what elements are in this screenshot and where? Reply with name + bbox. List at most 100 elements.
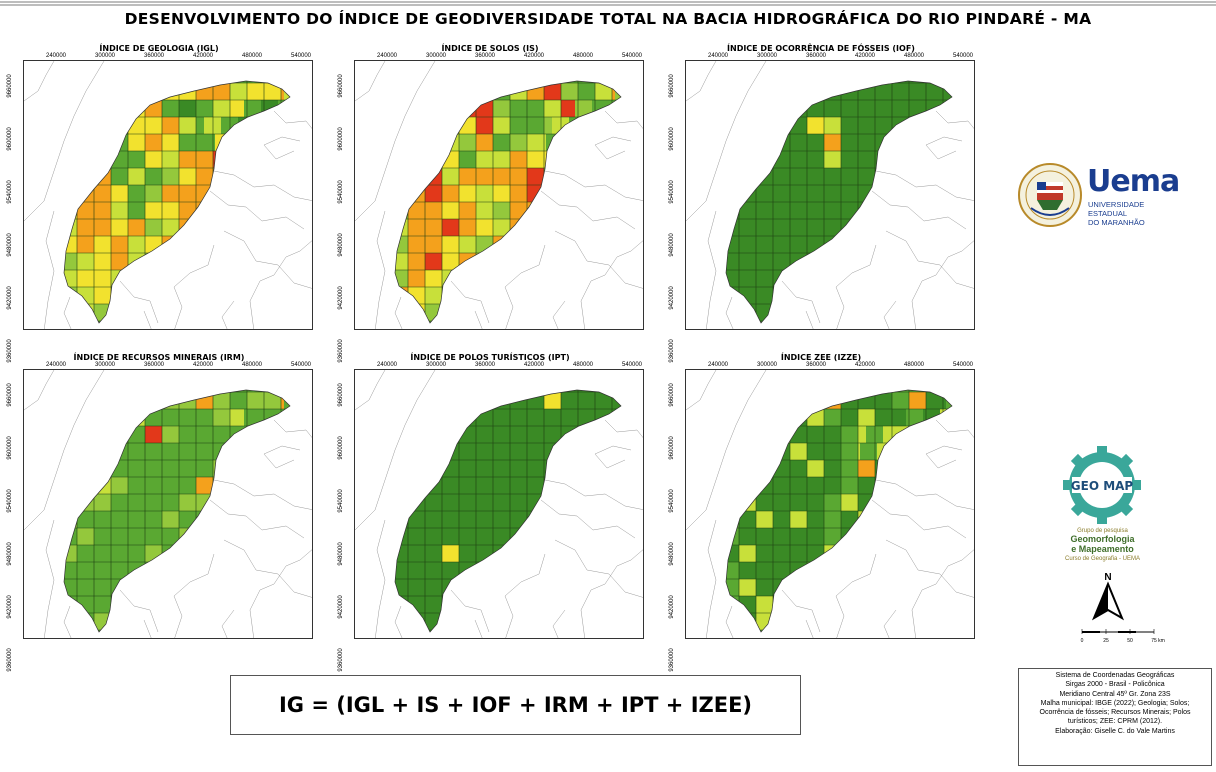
grid-cell [493,409,510,426]
grid-cell [943,545,952,562]
grid-cell [425,287,442,304]
grid-cell [892,304,909,321]
grid-cell [926,236,943,253]
municipal-boundary [781,280,821,324]
grid-cell [425,392,442,409]
grid-cell [179,202,196,219]
grid-cell [77,202,94,219]
grid-cell [943,270,952,287]
grid-cell [145,477,162,494]
grid-cell [247,579,264,596]
grid-cell [527,494,544,511]
grid-cell [493,83,510,100]
grid-cell [111,477,128,494]
grid-cell [561,236,578,253]
grid-cell [395,83,408,100]
grid-cell [64,613,77,630]
grid-cell [773,202,790,219]
grid-cell [595,117,612,134]
grid-cell [612,134,621,151]
grid-cell [807,168,824,185]
grid-cell [395,168,408,185]
grid-cell [128,392,145,409]
grid-cell [773,511,790,528]
grid-cell [230,219,247,236]
grid-cell [94,511,111,528]
grid-cell [546,134,563,151]
grid-cell [77,134,94,151]
grid-cell [739,270,756,287]
grid-cell [510,134,527,151]
grid-cell [909,185,926,202]
grid-cell [807,477,824,494]
grid-cell [595,236,612,253]
grid-cell [575,100,592,117]
grid-cell [230,596,247,613]
grid-cell [860,443,877,460]
grid-cell [395,613,408,630]
grid-cell [926,270,943,287]
grid-cell [264,117,281,134]
grid-cell [459,253,476,270]
grid-cell [580,134,597,151]
grid-cell [179,511,196,528]
grid-cell [395,270,408,287]
x-tick-label: 360000 [805,362,827,368]
grid-cell [875,185,892,202]
basin-outline [725,80,953,324]
grid-cell [612,236,621,253]
grid-cell [213,270,230,287]
grid-cell [739,460,756,477]
grid-cell [213,236,230,253]
grid-cell [301,392,313,409]
grid-cell [726,426,739,443]
grid-cell [510,83,527,100]
grid-cell [162,168,179,185]
grid-cell [773,477,790,494]
grid-cell [841,477,858,494]
grid-cell [841,511,858,528]
grid-cell [595,83,612,100]
grid-cell [926,613,943,630]
grid-cell [213,219,230,236]
grid-cell [425,202,442,219]
grid-cell [612,151,621,168]
grid-cell [476,202,493,219]
grid-cell [94,151,111,168]
grid-cell [162,460,179,477]
grid-cell [476,545,493,562]
grid-cell [595,613,612,630]
map-igl [23,60,313,330]
grid-cell [510,579,527,596]
grid-cell [877,443,894,460]
grid-cell [561,460,578,477]
grid-cell [264,613,281,630]
x-tick-label: 300000 [425,53,447,59]
grid-cell [917,426,934,443]
grid-cell [179,392,196,409]
grid-cell [230,392,247,409]
grid-cell [726,511,739,528]
grid-cell [773,304,790,321]
grid-cell [128,151,145,168]
grid-cell [926,579,943,596]
grid-cell [790,443,807,460]
grid-cell [459,134,476,151]
grid-cell [892,613,909,630]
grid-cell [77,511,94,528]
grid-cell [612,528,621,545]
municipal-boundary [544,170,643,201]
grid-cell [561,83,578,100]
grid-cell [213,562,230,579]
grid-cell [756,545,773,562]
grid-cell [544,253,561,270]
grid-cell [77,596,94,613]
municipal-boundary [540,499,636,539]
y-tick-label: 9600000 [669,436,675,460]
grid-cell [510,287,527,304]
grid-cell [408,270,425,287]
grid-cell [726,134,739,151]
grid-cell [395,511,408,528]
grid-cell [145,253,162,270]
grid-cell [858,287,875,304]
